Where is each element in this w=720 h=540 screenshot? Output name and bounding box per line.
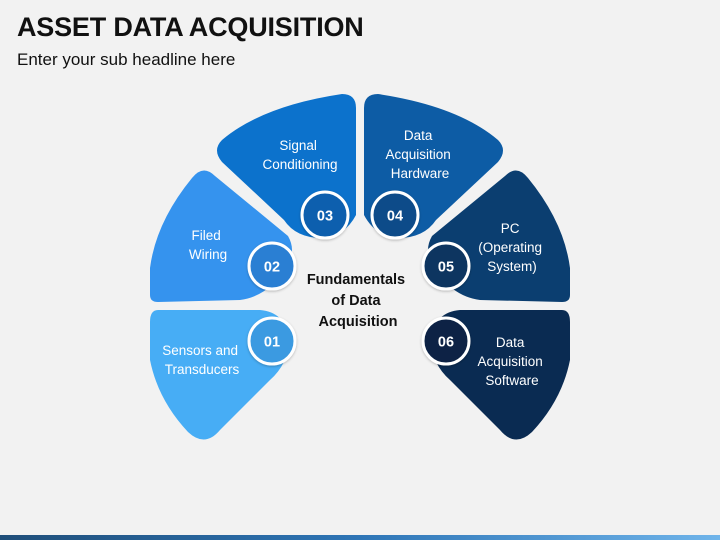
badge-02: 02 — [247, 241, 297, 291]
badge-03: 03 — [300, 190, 350, 240]
badge-06: 06 — [421, 316, 471, 366]
bottom-accent-bar — [0, 535, 720, 540]
badge-number: 04 — [387, 209, 403, 225]
slide-title: ASSET DATA ACQUISITION — [17, 12, 364, 42]
segment-04-label: Data Acquisition Hardware — [385, 128, 454, 181]
segment-05-label: PC (Operating System) — [478, 221, 546, 274]
badge-number: 02 — [264, 260, 280, 276]
segment-02-label: Filed Wiring — [189, 228, 227, 262]
badge-05: 05 — [421, 241, 471, 291]
segment-06-label: Data Acquisition Software — [477, 335, 546, 388]
slide-subtitle: Enter your sub headline here — [17, 50, 236, 69]
badge-number: 01 — [264, 335, 280, 351]
segment-03-label: Signal Conditioning — [262, 138, 337, 172]
badge-number: 06 — [438, 335, 454, 351]
center-label: Fundamentals of Data Acquisition — [307, 272, 409, 330]
segment-01-label: Sensors and Transducers — [162, 343, 242, 377]
badge-04: 04 — [370, 190, 420, 240]
badge-01: 01 — [247, 316, 297, 366]
badge-number: 05 — [438, 260, 454, 276]
badge-number: 03 — [317, 209, 333, 225]
